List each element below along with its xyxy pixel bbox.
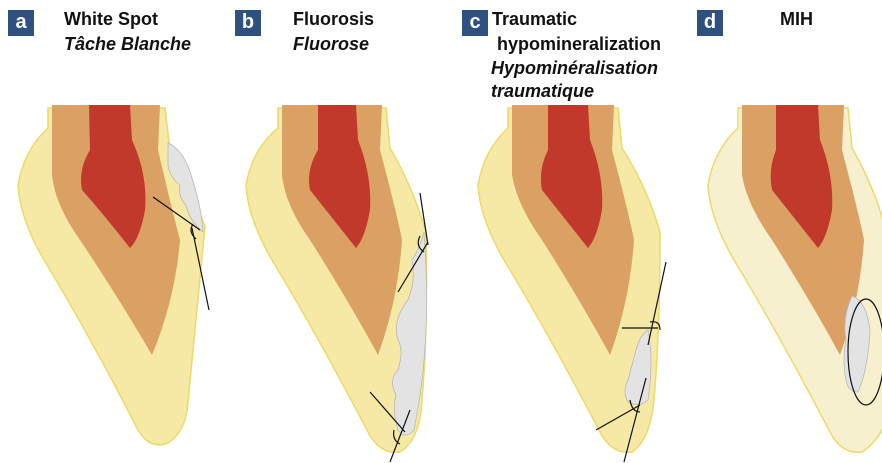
tooth-d: [708, 105, 882, 452]
tooth-c: [478, 105, 666, 462]
tooth-b: [246, 105, 428, 462]
tooth-a: [18, 105, 209, 445]
